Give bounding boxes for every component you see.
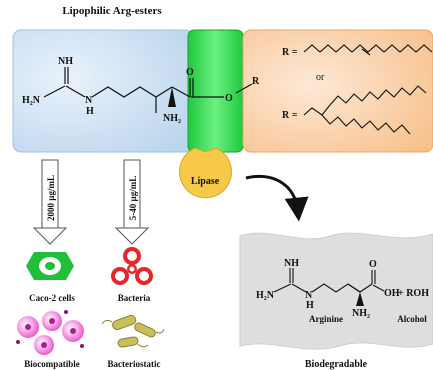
- lipase-label: Lipase: [191, 176, 220, 187]
- biocompatible-cells-icon: [16, 310, 84, 355]
- plus-roh-label: + ROH: [398, 288, 429, 299]
- arginine-atoms: NH H₂N N H O OH NH₂: [256, 258, 400, 319]
- lipase-enzyme-icon: [179, 147, 232, 199]
- r-group-options: R = or R =: [282, 44, 433, 135]
- arg-atom-oh: OH: [384, 288, 400, 299]
- caco2-nucleolus-icon: [45, 262, 55, 270]
- biodegradable-label: Biodegradable: [305, 359, 368, 370]
- bacteriostatic-bacteria-icon: [101, 314, 165, 348]
- atom-h: H: [86, 106, 94, 117]
- arg-atom-h2n: H₂N: [256, 290, 275, 301]
- r-group-box: [242, 29, 433, 153]
- oleyl-double-bond: [361, 48, 371, 56]
- arg-atom-o: O: [369, 259, 377, 270]
- arg-atom-nh2: NH₂: [352, 308, 370, 319]
- branch-right: 5-40 µg/mL Bacteria Bacteriostatic: [101, 159, 165, 369]
- or-label: or: [316, 72, 325, 83]
- atom-n: N: [85, 95, 93, 106]
- arg-atom-nh: NH: [284, 258, 299, 269]
- left-arrow-head: [32, 227, 68, 245]
- left-concentration-label: 2000 µg/mL: [46, 175, 56, 221]
- left-target-label: Caco-2 cells: [29, 293, 75, 303]
- arg-atom-h: H: [306, 300, 314, 311]
- arginine-label: Arginine: [309, 314, 343, 324]
- atom-h2n: H₂N: [22, 95, 41, 106]
- right-outcome-label: Bacteriostatic: [108, 359, 161, 369]
- r-label-2: R =: [282, 110, 298, 121]
- r-label-1: R =: [282, 47, 298, 58]
- left-outcome-label: Biocompatible: [24, 359, 80, 369]
- arg-ester-atoms: NH H₂N N H O O R NH₂: [22, 56, 260, 124]
- arginine-stereo-wedge: [356, 292, 364, 306]
- right-concentration-label: 5-40 µg/mL: [128, 176, 138, 220]
- atom-nh: NH: [58, 56, 73, 67]
- hydrolysis-arrow: [245, 174, 309, 222]
- atom-o-carbonyl: O: [186, 67, 194, 78]
- ester-linkage-box: [187, 29, 244, 153]
- arg-atom-n: N: [305, 290, 313, 301]
- figure-title: Lipophilic Arg-esters: [62, 5, 162, 17]
- right-arrow-head: [114, 227, 150, 245]
- branched-alkyl-chain: [303, 85, 427, 135]
- right-target-label: Bacteria: [118, 293, 151, 303]
- biohazard-icon: [111, 247, 153, 285]
- atom-nh2: NH₂: [163, 113, 181, 124]
- arginine-structure: [273, 268, 385, 293]
- alcohol-label: Alcohol: [397, 314, 427, 324]
- atom-o-ester: O: [225, 93, 233, 104]
- atom-r: R: [252, 76, 260, 87]
- arg-ester-structure: [43, 67, 253, 113]
- oleyl-chain: [303, 44, 433, 53]
- stereo-wedge: [168, 87, 176, 107]
- branch-left: 2000 µg/mL Caco-2 cells Biocompatible: [16, 159, 84, 369]
